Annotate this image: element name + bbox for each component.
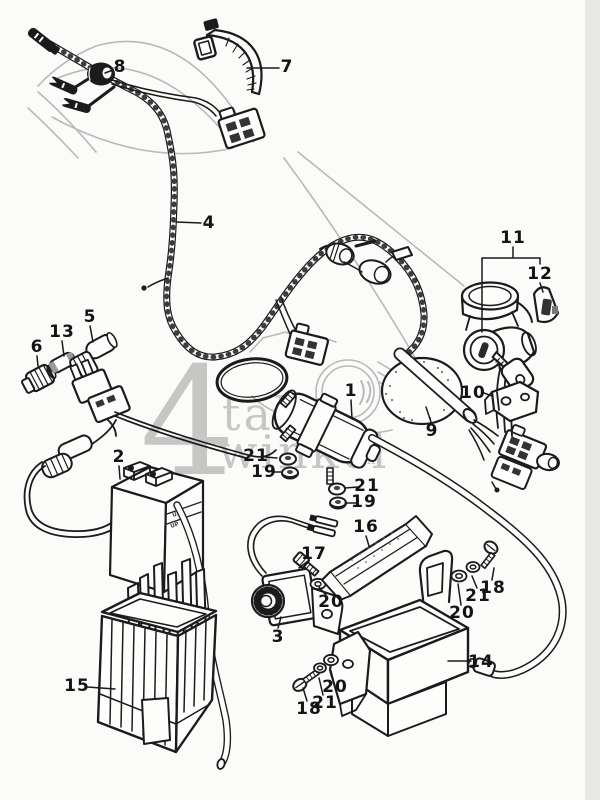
callout-6: 6 — [31, 337, 44, 357]
horn-switch-3 — [247, 514, 344, 635]
callout-20: 20 — [322, 677, 348, 697]
rubber-strap-16 — [321, 515, 433, 601]
lead-end-cap — [467, 657, 496, 677]
harness-connector-lower — [284, 322, 330, 366]
callout-13: 13 — [49, 322, 75, 342]
spade-terminals — [306, 514, 339, 538]
battery-box-15 — [96, 558, 218, 754]
callout-15: 15 — [64, 676, 90, 696]
cable-end-connector — [60, 98, 91, 114]
leader-line-20 — [318, 586, 327, 596]
callout-21: 21 — [312, 693, 338, 713]
callout-19: 19 — [251, 462, 277, 482]
washer-21 — [313, 662, 327, 674]
coil-stud — [279, 424, 297, 443]
callout-7: 7 — [281, 57, 294, 77]
inline-fuse-holder — [41, 434, 93, 479]
bullet-connectors — [319, 239, 413, 285]
callout-1: 1 — [345, 381, 358, 401]
leader-line-6 — [36, 355, 39, 367]
washer-20 — [450, 569, 468, 583]
grommet-8 — [87, 62, 115, 86]
battery-up-mark: UP — [170, 522, 180, 530]
callout-12: 12 — [527, 264, 553, 284]
battery-up-marks: UP UP — [170, 511, 182, 530]
vent-tube-end — [216, 758, 226, 770]
bolt-18 — [480, 540, 499, 570]
callout-3: 3 — [272, 627, 285, 647]
callout-16: 16 — [353, 517, 379, 537]
callout-21: 21 — [354, 476, 380, 496]
switch-connector-plugs — [490, 424, 560, 493]
nut-19 — [329, 496, 347, 510]
leader-line-15 — [86, 686, 116, 690]
leader-line-18 — [491, 567, 495, 581]
cable-end-connector — [27, 27, 60, 55]
leader-line-3 — [277, 616, 282, 629]
harness-connector-4pin — [217, 106, 266, 150]
battery-terminals — [123, 461, 173, 487]
ignition-coil-1 — [114, 357, 567, 679]
harness-band-7 — [193, 18, 263, 96]
washer-21 — [328, 482, 346, 496]
bolt-17 — [292, 551, 320, 577]
leader-line-1 — [350, 399, 353, 420]
leader-line-20 — [330, 670, 334, 680]
scan-edge-strip — [585, 0, 600, 800]
callout-9: 9 — [426, 421, 439, 441]
leader-line-18 — [302, 687, 308, 702]
battery-up-mark: UP — [172, 511, 182, 519]
callout-11: 11 — [500, 228, 526, 248]
switch-cover-12 — [532, 286, 560, 324]
washer-21 — [279, 452, 297, 466]
switch-bracket-10 — [484, 380, 540, 423]
tray-bracket — [328, 630, 372, 717]
callout-20: 20 — [449, 603, 475, 623]
leader-line-20 — [457, 583, 462, 606]
leader-line-10 — [483, 392, 493, 397]
wire-harness-4 — [27, 27, 428, 366]
leader-line-5 — [89, 325, 94, 343]
callout-18: 18 — [296, 699, 322, 719]
battery-tray-14 — [292, 540, 499, 737]
leader-line-8 — [104, 69, 114, 74]
callout-10: 10 — [460, 383, 486, 403]
wire-tip — [141, 285, 147, 291]
leader-line-4 — [175, 221, 202, 224]
coil-stud — [279, 390, 297, 409]
callout-4: 4 — [203, 213, 216, 233]
callout-2: 2 — [113, 447, 126, 467]
ignition-switch-11 — [460, 281, 560, 437]
callout-21: 21 — [465, 586, 491, 606]
leader-line-21 — [318, 677, 324, 696]
callout-18: 18 — [480, 578, 506, 598]
callout-14: 14 — [468, 652, 494, 672]
callout-5: 5 — [84, 307, 97, 327]
leader-line-12 — [539, 282, 544, 293]
switch-key — [491, 351, 535, 393]
leader-line-13 — [61, 340, 65, 357]
leader-line-21 — [344, 486, 359, 489]
callout-20: 20 — [318, 592, 344, 612]
washer-21 — [465, 561, 481, 573]
leader-line-21 — [471, 575, 478, 589]
leader-line-21 — [264, 456, 278, 459]
cable-end-connector — [48, 76, 78, 95]
leader-line-16 — [365, 535, 370, 547]
washer-20 — [323, 653, 339, 667]
nut-19 — [281, 466, 299, 480]
leader-line-2 — [118, 465, 121, 480]
callout-21: 21 — [243, 446, 269, 466]
callout-17: 17 — [301, 544, 327, 564]
fuse-holder-cap-6 — [20, 363, 57, 394]
callout-8: 8 — [114, 57, 127, 77]
callout-labels: 1234567891011121314151617181920212119212… — [31, 57, 553, 719]
leader-line-17 — [298, 560, 309, 569]
leader-line-9 — [425, 406, 432, 423]
callout-19: 19 — [351, 492, 377, 512]
